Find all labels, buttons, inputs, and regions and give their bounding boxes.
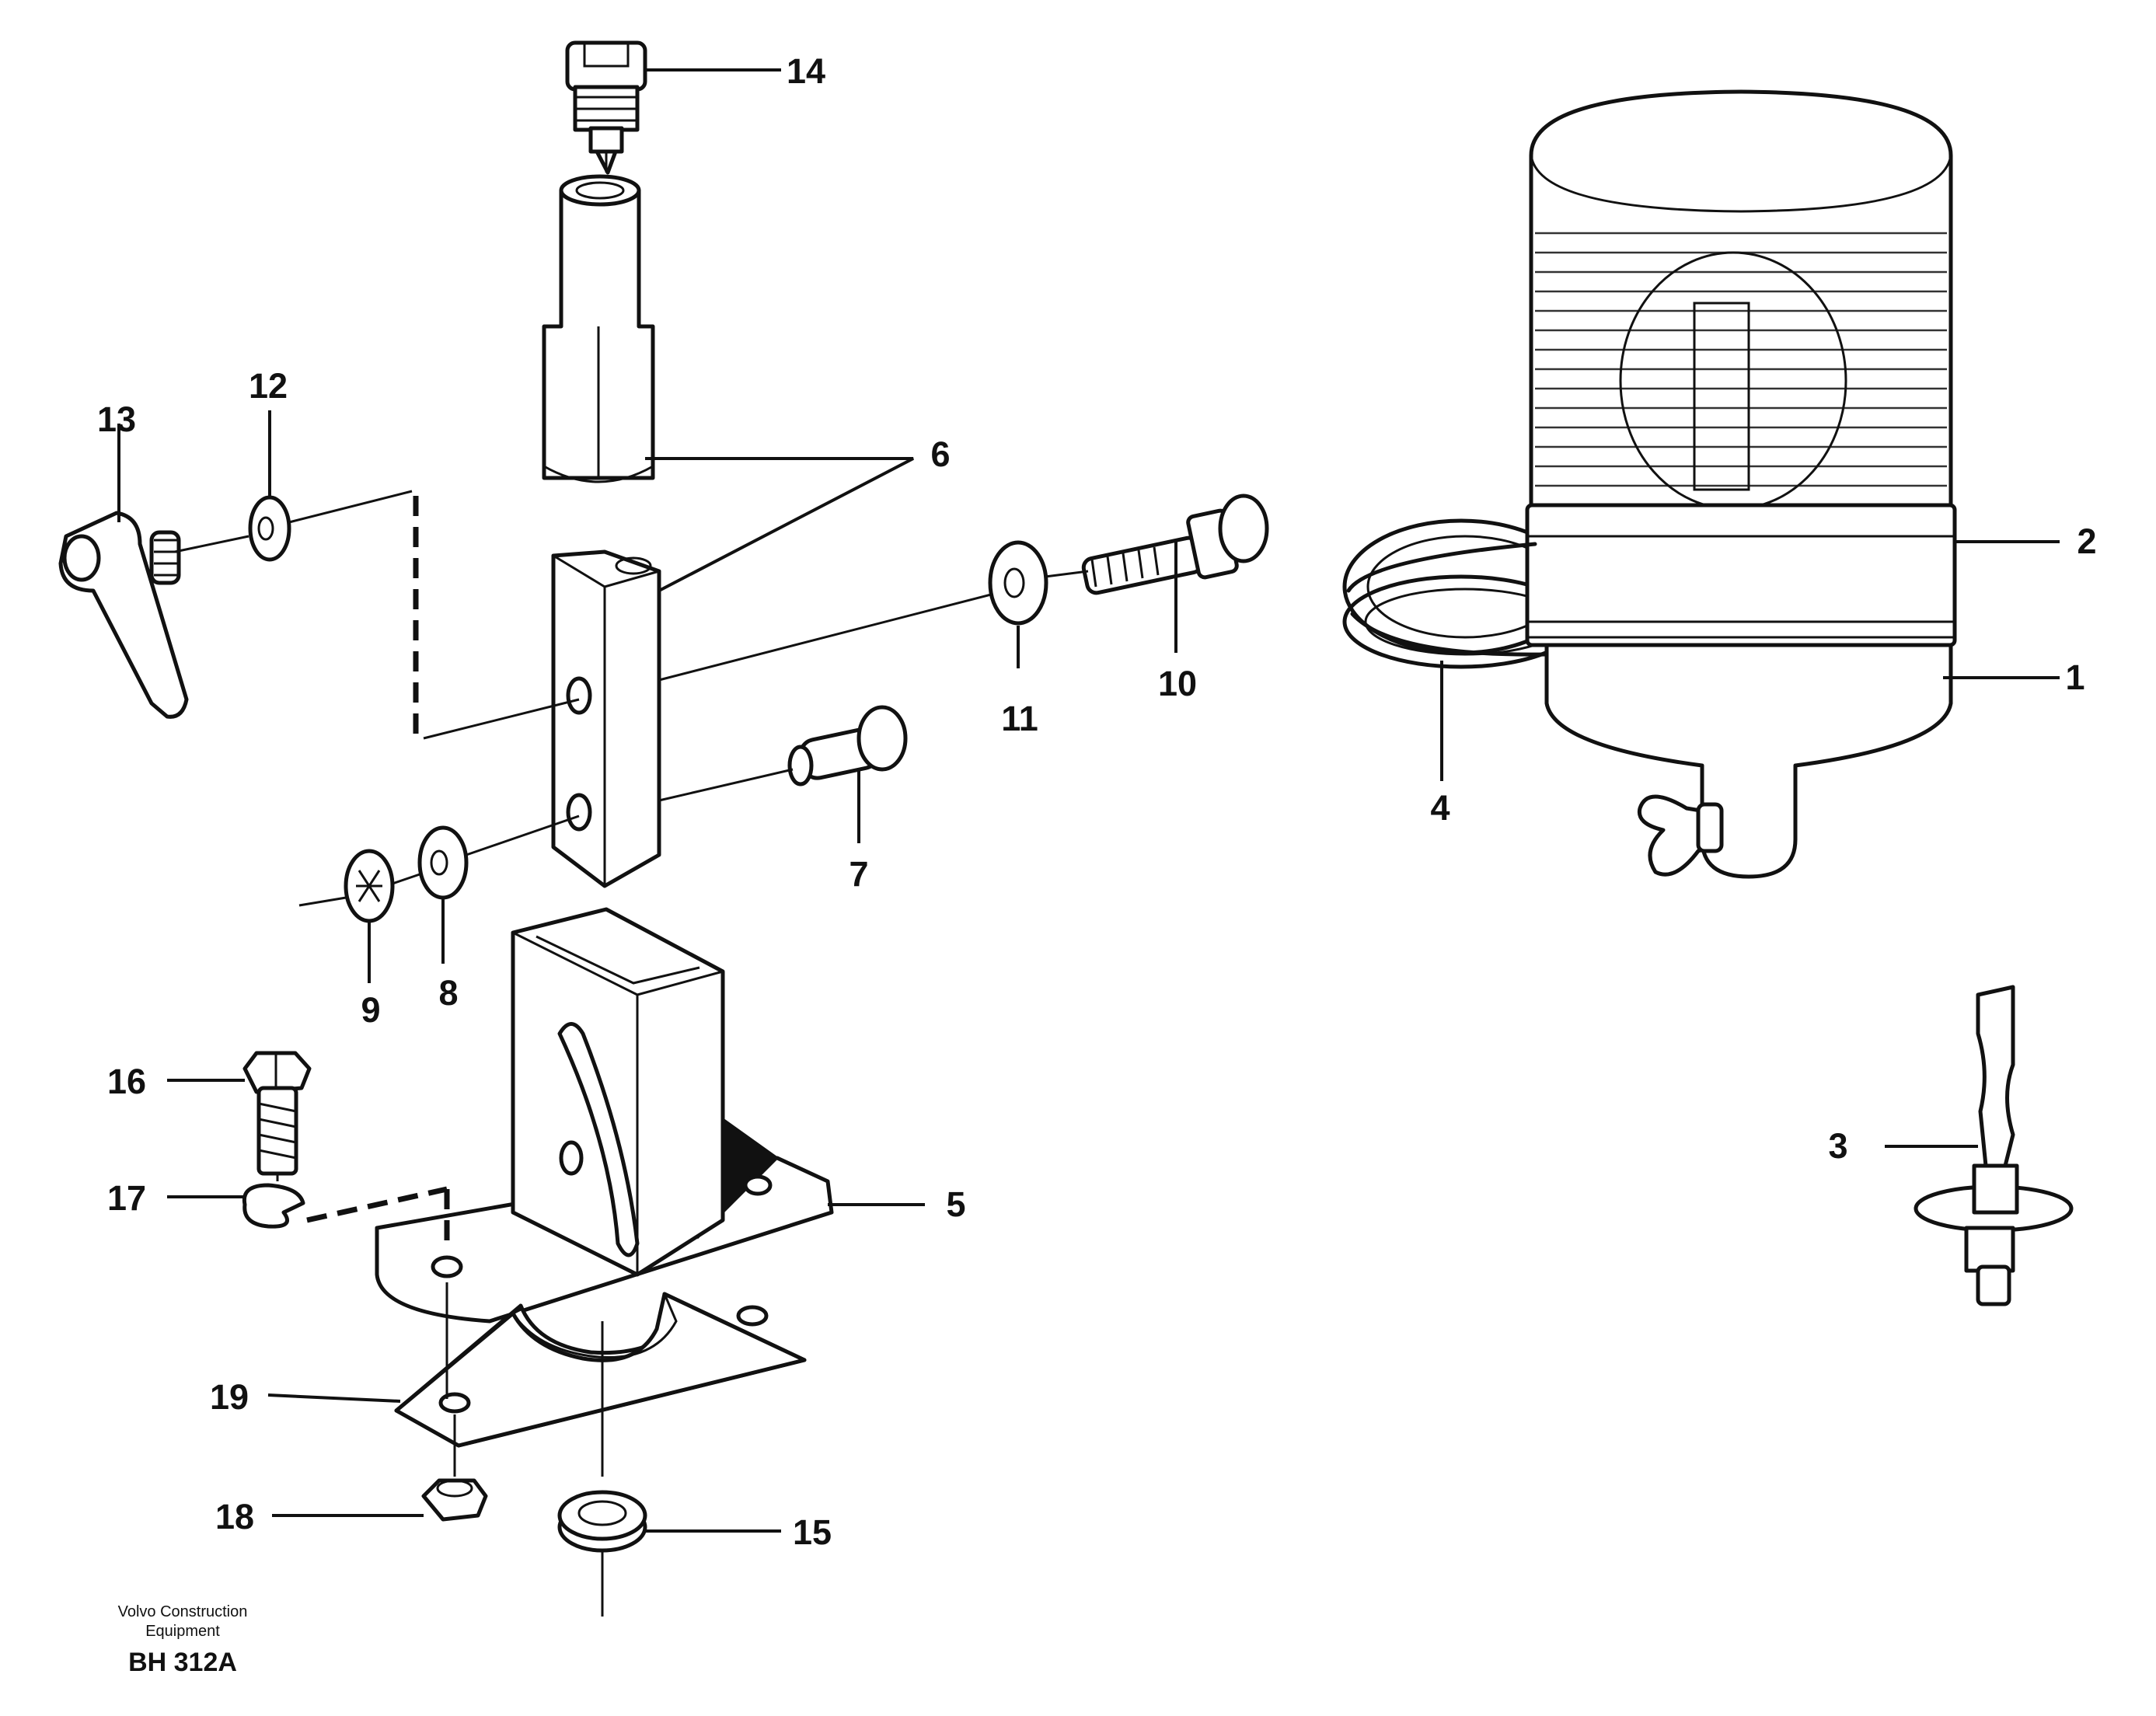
bracket-5: [375, 907, 834, 1324]
company-name-line2: Equipment: [145, 1623, 220, 1640]
callout-7: 7: [849, 854, 868, 894]
leader-lines: [117, 68, 2060, 1533]
square-post: [551, 549, 661, 888]
callout-19: 19: [210, 1377, 249, 1417]
base-plate-19: [394, 1292, 807, 1448]
callout-15: 15: [793, 1512, 832, 1552]
assembly-lines: [174, 152, 1089, 1617]
callout-4: 4: [1430, 788, 1450, 828]
bolt-10: [1081, 494, 1269, 595]
callout-11: 11: [1001, 699, 1038, 738]
beacon-base: [1544, 643, 1953, 879]
callout-18: 18: [215, 1497, 254, 1536]
callout-5: 5: [946, 1184, 965, 1224]
callout-13: 13: [97, 399, 136, 439]
upper-tube: [542, 174, 655, 483]
callout-3: 3: [1828, 1126, 1847, 1166]
handle-13: [58, 511, 189, 719]
callout-6: 6: [930, 434, 950, 474]
grommet-15: [557, 1490, 647, 1553]
plug-14: [565, 40, 647, 175]
callout-10: 10: [1158, 664, 1197, 703]
callout-8: 8: [438, 973, 458, 1013]
pin-7: [787, 705, 908, 786]
company-name-line1: Volvo Construction: [118, 1603, 248, 1620]
washer-11: [988, 540, 1048, 626]
washer-12: [248, 495, 291, 562]
callout-labels: 14 6 12 13 10 11 7 8 9 2 1 4 3 5 16 17 1…: [97, 51, 2097, 1552]
callout-9: 9: [361, 990, 380, 1030]
nut-18: [421, 1478, 488, 1522]
washer-8: [417, 825, 469, 900]
callout-14: 14: [787, 51, 825, 91]
callout-12: 12: [249, 366, 288, 406]
connector-pin: [1914, 985, 2074, 1306]
callout-17: 17: [107, 1178, 146, 1218]
callout-2: 2: [2077, 521, 2096, 561]
drawing-credit: Volvo Construction Equipment BH 312A: [118, 1603, 248, 1677]
screw-16: [242, 1051, 312, 1176]
beacon-lamp: [1342, 89, 1957, 879]
clip-17: [242, 1183, 305, 1229]
lock-washer-9: [344, 849, 395, 923]
callout-1: 1: [2065, 657, 2084, 697]
lens-ribs: [1535, 232, 1947, 511]
callout-16: 16: [107, 1062, 146, 1101]
wing-nut: [1637, 794, 1724, 877]
drawing-code: BH 312A: [128, 1648, 237, 1677]
beacon-collar: [1525, 503, 1957, 647]
beacon-lens: [1529, 89, 1953, 507]
